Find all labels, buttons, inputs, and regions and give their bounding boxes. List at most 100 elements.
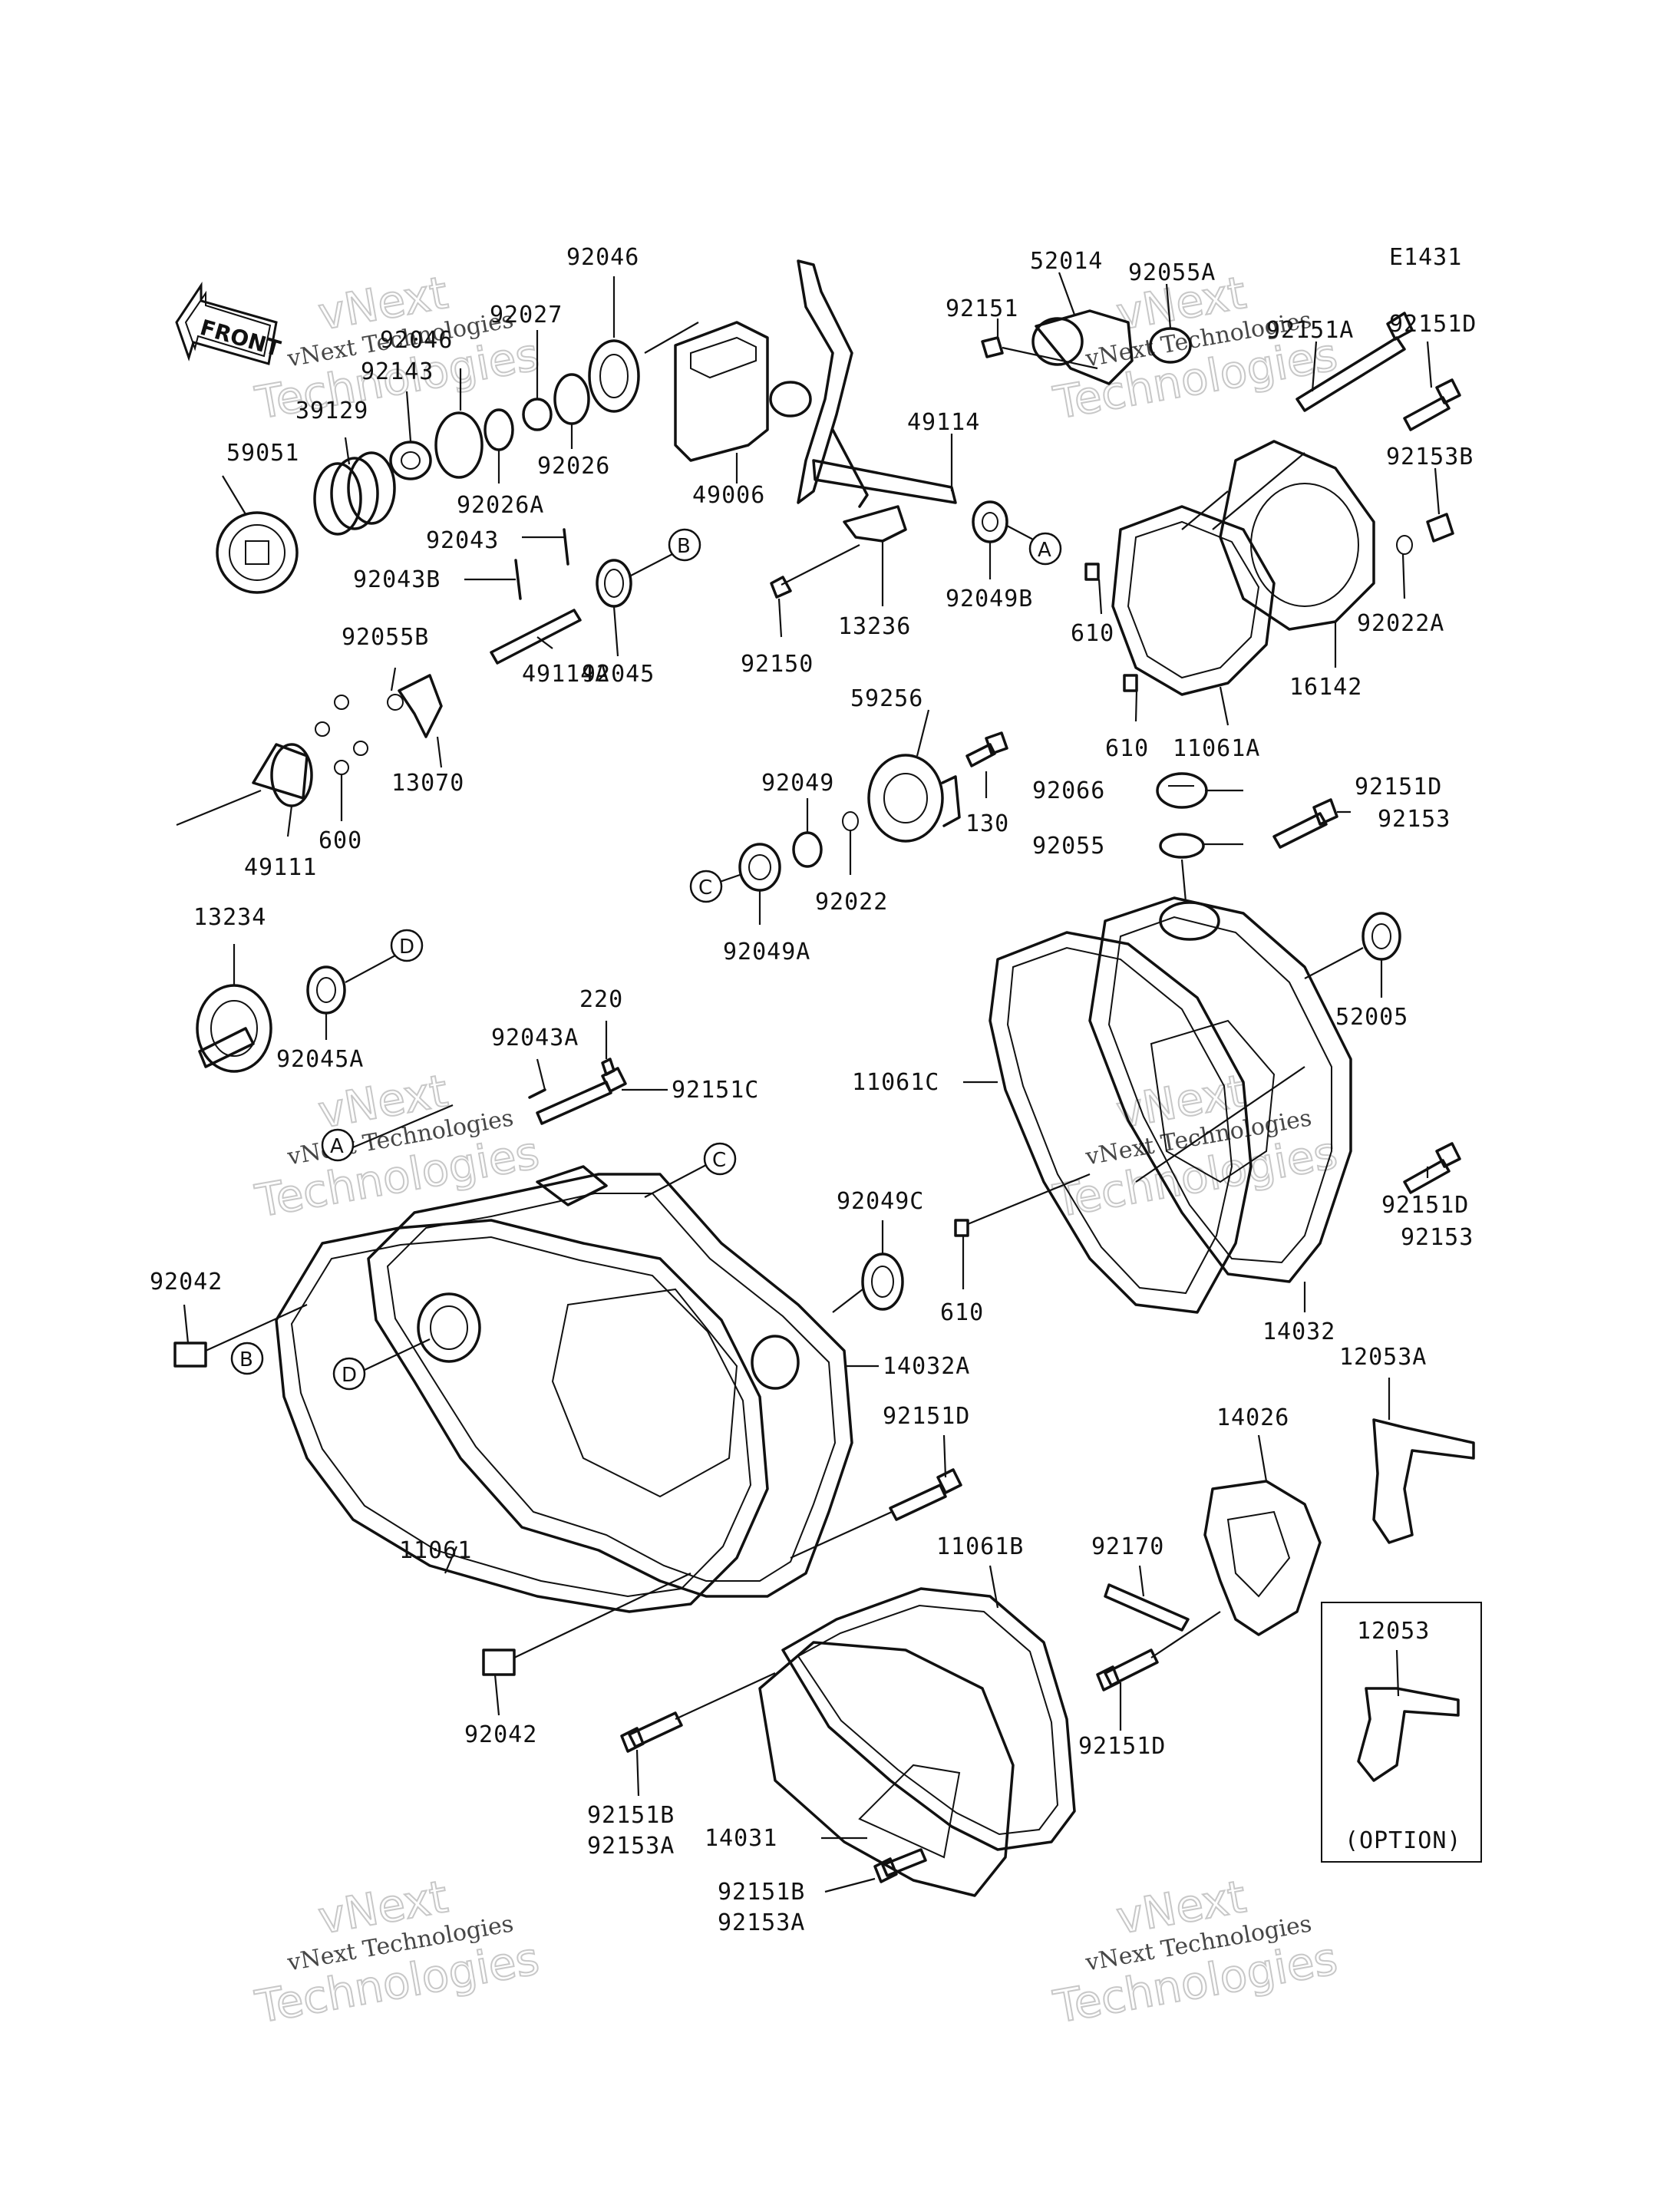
cap-92066 — [1156, 772, 1208, 809]
guard-14026 — [1203, 1480, 1322, 1636]
label: 600 — [319, 827, 362, 854]
label: 92066 — [1032, 777, 1105, 804]
spring-39129 — [313, 451, 396, 536]
svg-text:B: B — [239, 1348, 253, 1371]
dowel-92042 — [482, 1648, 516, 1676]
label: 14026 — [1216, 1404, 1289, 1431]
label: 92151D — [1078, 1733, 1166, 1760]
label: 92153 — [1378, 806, 1451, 833]
label: 13234 — [193, 904, 266, 931]
label: 49114 — [907, 409, 980, 436]
label: 92143 — [361, 358, 434, 385]
bolt-92151D — [1272, 812, 1328, 849]
label: 92027 — [490, 302, 563, 328]
label: 11061A — [1173, 735, 1260, 762]
dowel-610 — [1123, 674, 1138, 692]
label: 13236 — [838, 613, 911, 640]
svg-text:A: A — [1038, 539, 1051, 562]
dowel-610 — [1084, 563, 1100, 581]
crankcase-cover-14032A — [367, 1165, 853, 1598]
seal-52005 — [1361, 912, 1401, 961]
svg-text:B: B — [677, 535, 691, 558]
diagram-code: E1431 — [1389, 244, 1462, 271]
svg-text:D: D — [399, 936, 414, 959]
label: 92049B — [946, 586, 1033, 612]
label: 92151D — [1381, 1192, 1469, 1219]
clutch-cover-14032 — [1088, 896, 1352, 1283]
water-pump-cover-group — [981, 309, 1461, 696]
label: 92026 — [537, 453, 610, 480]
bearing-92049A: C — [689, 843, 781, 903]
label: 92043B — [353, 566, 441, 593]
label: 610 — [1071, 620, 1114, 647]
washer-92026 — [553, 373, 590, 425]
label: 52014 — [1030, 248, 1103, 275]
leader-lines — [183, 272, 1441, 1893]
label: 92153 — [1401, 1224, 1474, 1251]
label: 92046 — [566, 244, 639, 271]
label: 92043A — [491, 1025, 579, 1051]
bearing-92045A: D — [306, 929, 424, 1015]
label: 92055 — [1032, 833, 1105, 860]
oring-92055 — [1159, 833, 1205, 859]
label: 92022A — [1357, 610, 1444, 637]
cover-14031 — [758, 1641, 1015, 1897]
watermark: vNext vNext Technologies Technologies — [251, 1064, 544, 1228]
watermark: vNext vNext Technologies Technologies — [1049, 266, 1342, 430]
label: 92045 — [582, 661, 655, 688]
label: 92150 — [741, 651, 814, 678]
label: 11061 — [399, 1537, 472, 1564]
watermark: vNext vNext Technologies Technologies — [1049, 1870, 1342, 2034]
gasket-11061C — [989, 931, 1253, 1314]
label: 92046 — [380, 327, 453, 354]
oil-pump-59256 — [867, 731, 1008, 843]
label: 92022 — [815, 889, 888, 916]
breather-box-49006 — [674, 321, 812, 462]
bearing-92046-top — [588, 339, 640, 413]
label: 92153A — [718, 1909, 805, 1936]
dowel-92042 — [173, 1342, 207, 1368]
label: 13070 — [391, 770, 464, 797]
ring-92027 — [522, 398, 553, 431]
label: 610 — [940, 1299, 984, 1326]
label: 92042 — [150, 1269, 223, 1295]
watermark: vNext vNext Technologies Technologies — [1049, 1064, 1342, 1228]
dowel-610 — [954, 1219, 969, 1237]
label: 11061B — [936, 1533, 1024, 1560]
gear-59051 — [216, 511, 299, 594]
label: 92151A — [1266, 317, 1354, 344]
label: 92151B — [587, 1802, 675, 1829]
bearing-92049B: A — [972, 500, 1062, 566]
water-pump-gear-group: B — [176, 322, 701, 827]
pin-92170 — [1104, 1583, 1190, 1632]
bracket-12053 — [1357, 1687, 1460, 1782]
label: 130 — [965, 810, 1009, 837]
label: 92153B — [1386, 444, 1474, 470]
gear-13234 — [196, 984, 272, 1073]
label: 92170 — [1091, 1533, 1164, 1560]
option-box — [1321, 1602, 1482, 1863]
label: 220 — [579, 986, 623, 1013]
watermark-group: vNext vNext Technologies Technologies vN… — [251, 266, 1342, 2034]
label: 12053A — [1339, 1344, 1427, 1371]
bracket-12053A — [1372, 1418, 1475, 1544]
impeller-13070 — [398, 674, 443, 738]
label: 92042 — [464, 1721, 537, 1748]
label: 49006 — [692, 482, 765, 509]
label: 92151C — [672, 1077, 759, 1104]
label: 14032A — [883, 1353, 970, 1380]
label: 52005 — [1335, 1004, 1408, 1031]
label: 92043 — [426, 527, 499, 554]
option-label: (OPTION) — [1345, 1827, 1462, 1854]
watermark: vNext vNext Technologies Technologies — [251, 1870, 544, 2034]
pipe-52014 — [1035, 309, 1134, 385]
label: 92049C — [837, 1188, 924, 1215]
label: 49114A — [522, 661, 609, 688]
bearing-92046 — [434, 411, 484, 479]
svg-text:A: A — [330, 1135, 344, 1158]
label: 92151D — [1355, 774, 1442, 800]
gasket-11061A — [1111, 505, 1276, 696]
label: 92055A — [1128, 259, 1216, 286]
label: 92151D — [883, 1403, 970, 1430]
